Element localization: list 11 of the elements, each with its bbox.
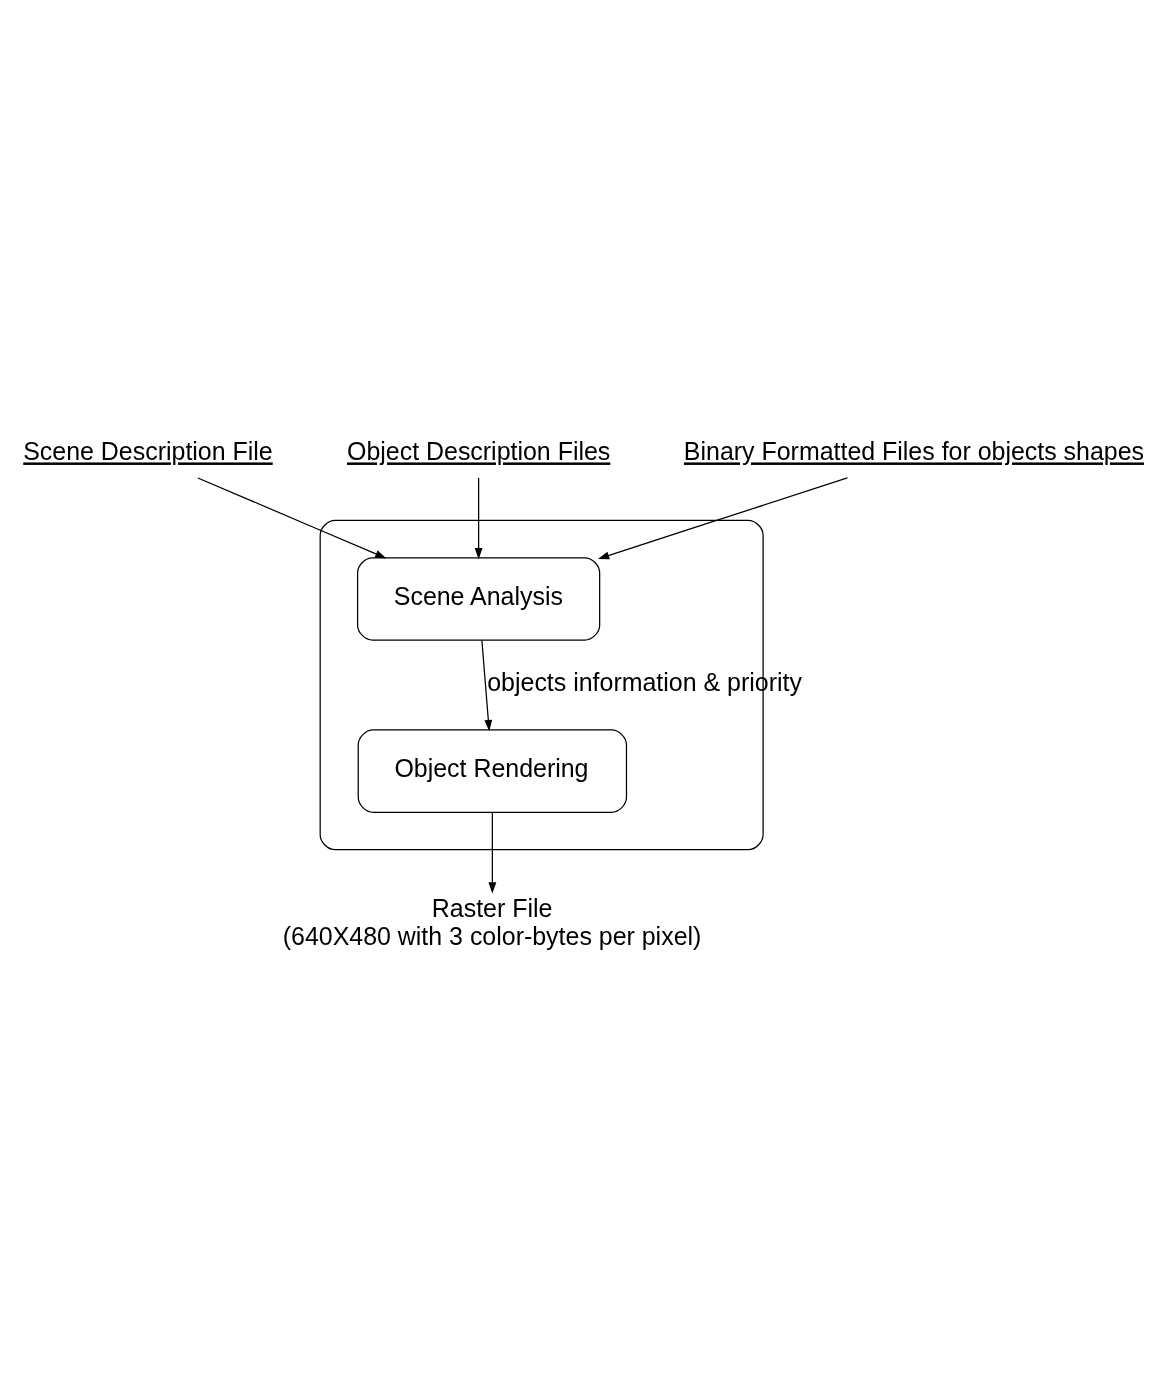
node-text: Scene Description File <box>23 436 273 465</box>
arrow <box>597 476 848 559</box>
node-text: Raster File (640X480 with 3 color-bytes per pixel) <box>282 893 702 950</box>
arrow <box>197 476 387 558</box>
node-text: Binary Formatted Files for objects shapes <box>683 436 1145 465</box>
arrow <box>481 639 493 731</box>
node-text: Object Description Files <box>347 436 611 465</box>
arrow <box>488 811 497 894</box>
node-box: Scene Analysis <box>357 556 601 641</box>
arrow <box>474 477 483 559</box>
node-box: Object Rendering <box>357 728 628 813</box>
